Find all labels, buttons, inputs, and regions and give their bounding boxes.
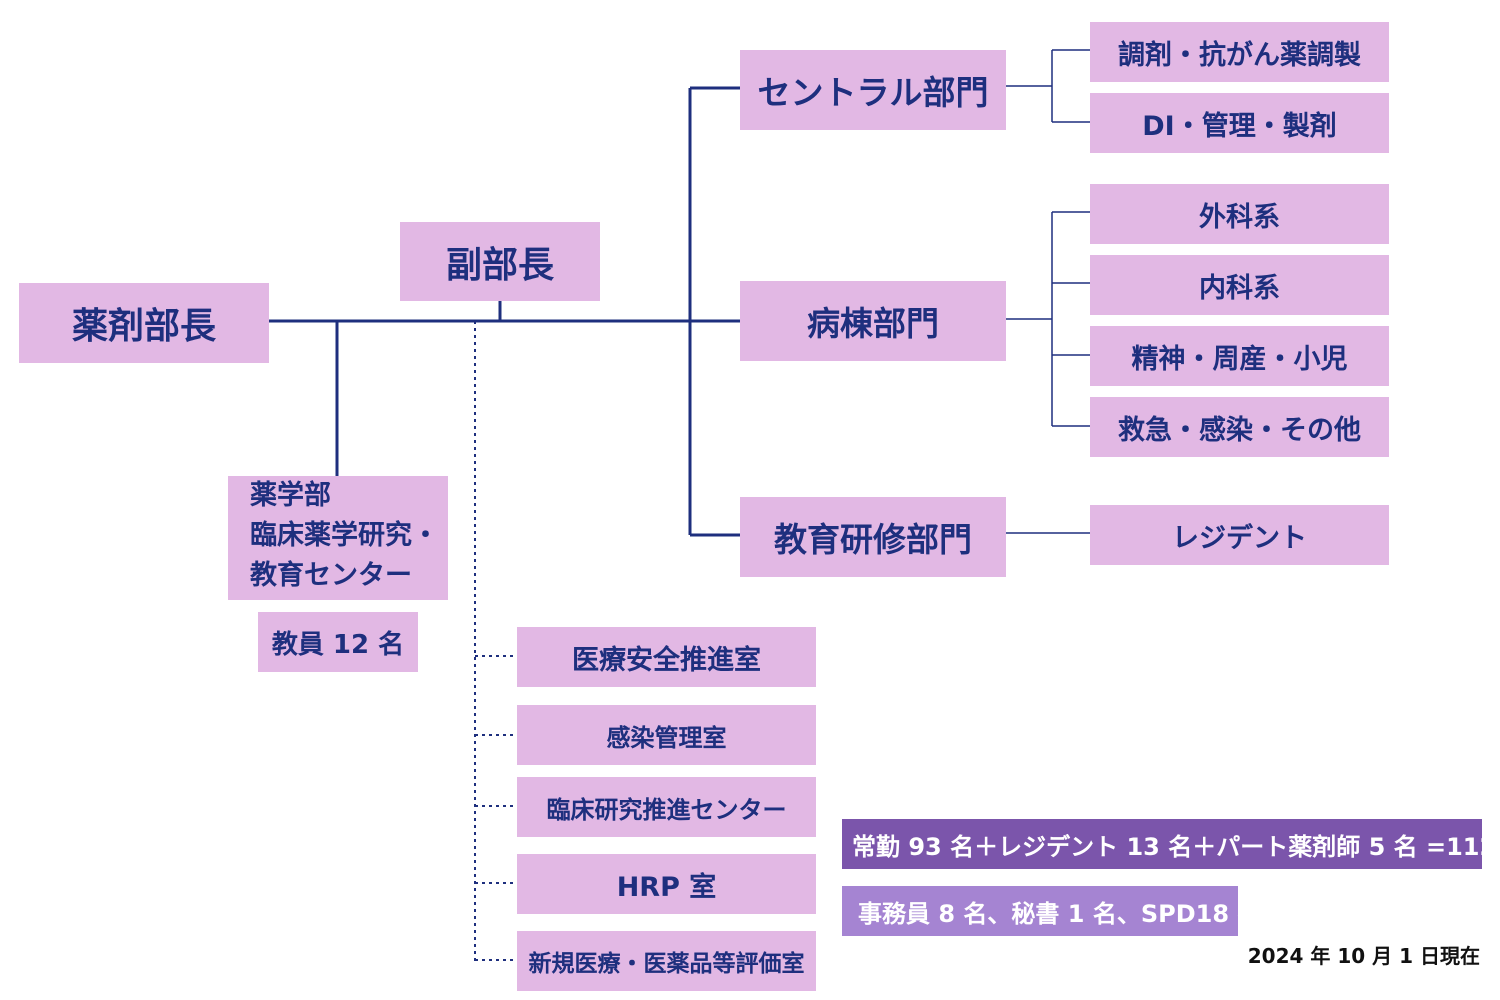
staff-total-label: 常勤 93 名＋レジデント 13 名＋パート薬剤師 5 名 =112 名 <box>852 832 1500 861</box>
staff-total-bar: 常勤 93 名＋レジデント 13 名＋パート薬剤師 5 名 =112 名 <box>842 819 1500 869</box>
office-label: 感染管理室 <box>606 723 727 752</box>
office-label: HRP 室 <box>616 871 717 903</box>
faculty-box: 薬学部 臨床薬学研究・ 教育センター <box>228 476 448 600</box>
unit-box: 外科系 <box>1090 184 1389 244</box>
unit-label: レジデント <box>1172 522 1307 554</box>
department-label: 病棟部門 <box>807 304 939 343</box>
deputy-label: 副部長 <box>445 244 554 286</box>
office-box: HRP 室 <box>517 854 816 914</box>
faculty-staff-box: 教員 12 名 <box>258 612 418 672</box>
staff-clerical-bar: 事務員 8 名、秘書 1 名、SPD18 名 <box>842 886 1261 936</box>
unit-label: 精神・周産・小児 <box>1131 343 1348 375</box>
faculty-line: 臨床薬学研究・ <box>250 520 439 551</box>
unit-box: 救急・感染・その他 <box>1090 397 1389 457</box>
office-box: 感染管理室 <box>517 705 816 765</box>
office-label: 臨床研究推進センター <box>546 795 787 824</box>
department-central: セントラル部門 <box>740 50 1006 130</box>
office-box: 新規医療・医薬品等評価室 <box>517 931 816 991</box>
head-label: 薬剤部長 <box>71 306 216 347</box>
unit-label: 内科系 <box>1199 272 1280 304</box>
as-of-date: 2024 年 10 月 1 日現在 <box>1247 944 1480 968</box>
department-education: 教育研修部門 <box>740 497 1006 577</box>
faculty-line: 教育センター <box>250 560 412 591</box>
office-label: 医療安全推進室 <box>572 644 761 676</box>
unit-box: DI・管理・製剤 <box>1090 93 1389 153</box>
faculty-line: 薬学部 <box>250 480 331 511</box>
office-box: 臨床研究推進センター <box>517 777 816 837</box>
department-label: セントラル部門 <box>757 73 989 112</box>
office-box: 医療安全推進室 <box>517 627 816 687</box>
unit-label: 救急・感染・その他 <box>1118 414 1361 446</box>
office-label: 新規医療・医薬品等評価室 <box>528 951 805 977</box>
unit-label: 外科系 <box>1199 201 1280 233</box>
deputy-box: 副部長 <box>400 222 600 301</box>
faculty-staff-label: 教員 12 名 <box>271 629 405 660</box>
unit-box: レジデント <box>1090 505 1389 565</box>
unit-label: DI・管理・製剤 <box>1142 110 1337 142</box>
unit-box: 調剤・抗がん薬調製 <box>1090 22 1389 82</box>
unit-box: 内科系 <box>1090 255 1389 315</box>
department-label: 教育研修部門 <box>774 520 972 559</box>
head-box: 薬剤部長 <box>19 283 269 363</box>
staff-clerical-label: 事務員 8 名、秘書 1 名、SPD18 名 <box>858 899 1262 928</box>
unit-label: 調剤・抗がん薬調製 <box>1118 39 1361 71</box>
unit-box: 精神・周産・小児 <box>1090 326 1389 386</box>
department-ward: 病棟部門 <box>740 281 1006 361</box>
